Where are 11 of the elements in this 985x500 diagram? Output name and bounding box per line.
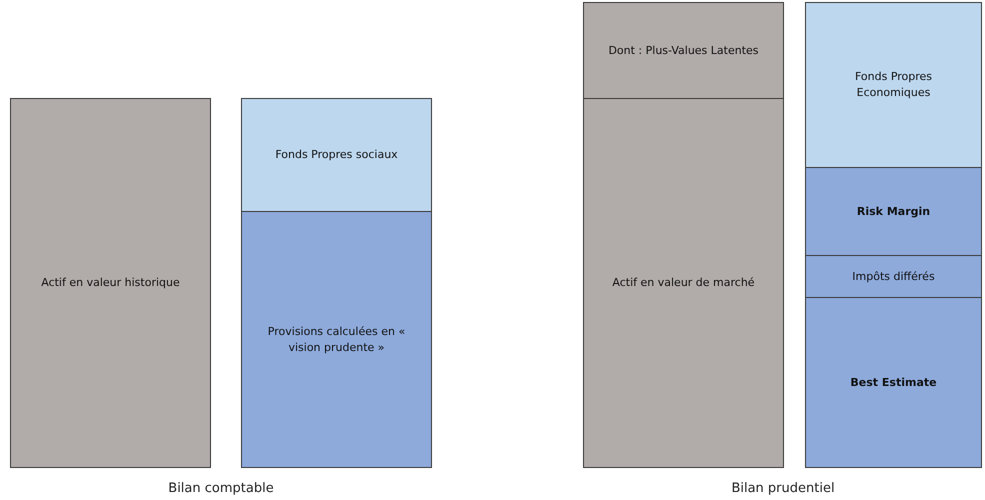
asset-block: Actif en valeur historique	[10, 98, 211, 468]
equity-block: Fonds Propres Economiques	[805, 2, 982, 168]
best-estimate-block: Best Estimate	[805, 297, 982, 468]
unrealized-gains-block: Dont : Plus-Values Latentes	[583, 2, 784, 99]
asset-block: Actif en valeur de marché	[583, 98, 784, 468]
deferred-tax-block: Impôts différés	[805, 255, 982, 298]
balance-sheet-caption: Bilan comptable	[167, 481, 275, 496]
equity-block: Fonds Propres sociaux	[241, 98, 432, 212]
risk-margin-block: Risk Margin	[805, 167, 982, 256]
balance-sheet-caption: Bilan prudentiel	[730, 481, 836, 496]
provisions-block: Provisions calculées en « vision prudente »	[241, 211, 432, 468]
